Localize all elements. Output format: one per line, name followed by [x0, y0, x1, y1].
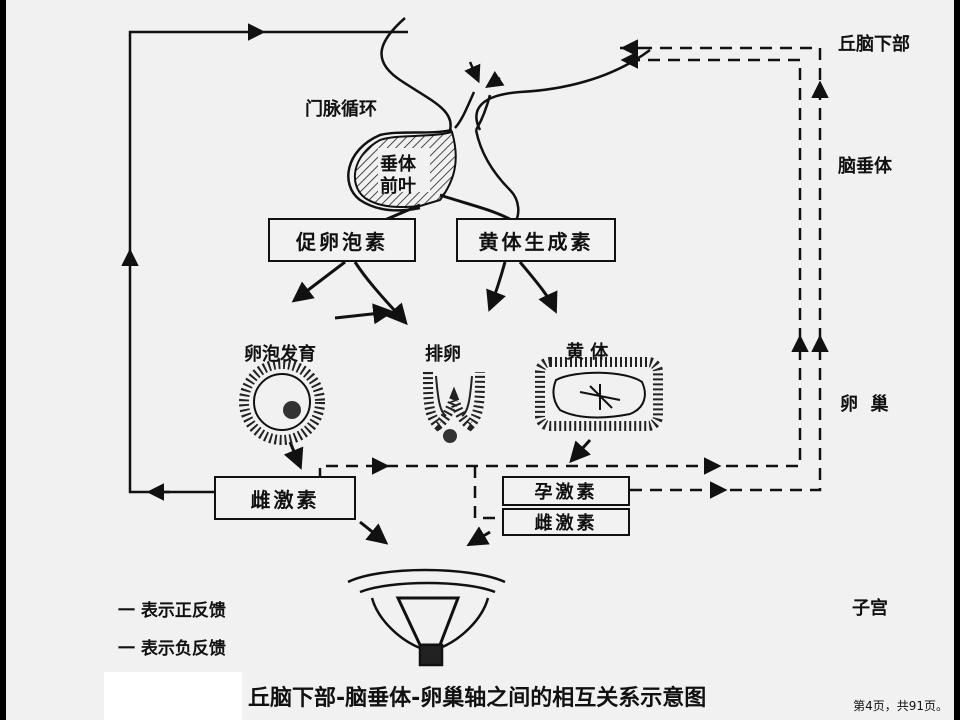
- side-label-uterus: 子宫: [852, 598, 888, 619]
- positive-feedback-loop: [121, 23, 408, 501]
- box-progesterone: 孕激素: [502, 476, 630, 506]
- legend-negative-feedback: 一 表示负反馈: [118, 639, 226, 659]
- page-footer: 第4页，共91页。: [853, 699, 948, 713]
- label-ovulation: 排卵: [425, 344, 461, 365]
- pituitary-gland-drawing: [347, 17, 651, 223]
- side-label-ovary: 卵 巢: [840, 394, 889, 415]
- caption-mask: [104, 672, 242, 720]
- figure-caption: 丘脑下部-脑垂体-卵巢轴之间的相互关系示意图: [248, 686, 707, 711]
- label-anterior-lobe-1: 垂体: [380, 154, 416, 175]
- ovulation-drawing: [423, 371, 485, 443]
- box-fsh: 促卵泡素: [268, 218, 416, 262]
- label-corpus-luteum: 黄 体: [566, 342, 609, 363]
- negative-feedback-loop: [318, 46, 822, 520]
- corpus-luteum-drawing: [535, 357, 663, 431]
- anterior-lobe-label-bg: [378, 148, 430, 192]
- follicle-drawing: [239, 359, 325, 445]
- side-label-hypothalamus: 丘脑下部: [838, 34, 910, 55]
- label-anterior-lobe-2: 前叶: [380, 176, 416, 197]
- dashed-arrowheads: [372, 39, 829, 499]
- uterus-drawing: [347, 568, 506, 667]
- box-estrogen: 雌激素: [214, 476, 356, 520]
- box-estrogen-2: 雌激素: [502, 508, 630, 536]
- side-label-pituitary: 脑垂体: [838, 156, 892, 177]
- legend-positive-feedback: 一 表示正反馈: [118, 601, 226, 621]
- label-follicle-development: 卵泡发育: [244, 344, 316, 365]
- box-lh: 黄体生成素: [456, 218, 616, 262]
- label-portal-circulation: 门脉循环: [305, 99, 377, 120]
